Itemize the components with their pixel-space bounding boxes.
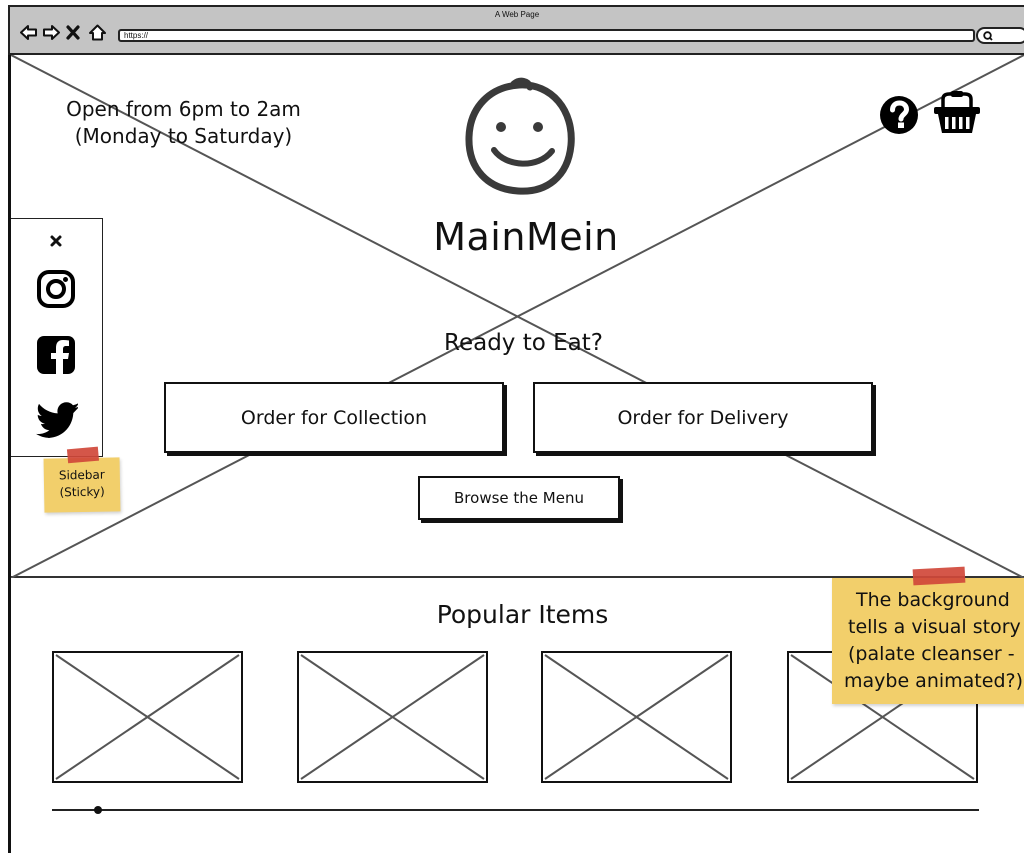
browse-menu-button[interactable]: Browse the Menu — [418, 476, 620, 520]
back-arrow-icon[interactable] — [20, 24, 37, 41]
sidebar-annotation-note: Sidebar (Sticky) — [43, 446, 121, 513]
carousel-scroll-thumb[interactable] — [94, 806, 103, 814]
opening-hours-days: (Monday to Saturday) — [74, 124, 293, 148]
image-placeholder — [544, 654, 729, 780]
opening-hours: Open from 6pm to 2am (Monday to Saturday… — [51, 96, 316, 150]
close-icon[interactable] — [49, 233, 63, 252]
hero-section: Open from 6pm to 2am (Monday to Saturday… — [11, 55, 1024, 578]
note-line: maybe animated?) — [844, 670, 1023, 692]
search-icon — [983, 31, 993, 41]
popular-item-card[interactable] — [787, 651, 978, 783]
order-collection-button[interactable]: Order for Collection — [164, 382, 504, 453]
popular-item-card[interactable] — [52, 651, 243, 783]
page-frame-border — [8, 55, 11, 853]
popular-item-card[interactable] — [541, 651, 732, 783]
order-delivery-button[interactable]: Order for Delivery — [533, 382, 873, 453]
smiley-face-icon[interactable] — [458, 75, 580, 204]
note-line: tells a visual story — [848, 616, 1021, 638]
hero-headline: Ready to Eat? — [444, 330, 603, 356]
note-line: (palate cleanser - — [848, 643, 1015, 665]
tape-strip — [912, 566, 966, 586]
home-icon[interactable] — [89, 24, 106, 41]
question-circle-icon[interactable] — [879, 95, 919, 139]
social-sidebar — [11, 218, 103, 457]
background-annotation-note: The background tells a visual story (pal… — [832, 566, 1024, 704]
popular-items-title: Popular Items — [436, 600, 609, 629]
browser-chrome: A Web Page https:// — [8, 5, 1024, 55]
url-input[interactable]: https:// — [118, 29, 975, 42]
shopping-basket-icon[interactable] — [933, 91, 981, 139]
popular-item-card[interactable] — [297, 651, 488, 783]
image-placeholder — [300, 654, 485, 780]
instagram-icon[interactable] — [36, 269, 76, 313]
browser-search-button[interactable] — [976, 27, 1024, 44]
stop-x-icon[interactable] — [66, 24, 83, 41]
facebook-icon[interactable] — [36, 335, 76, 379]
forward-arrow-icon[interactable] — [43, 24, 60, 41]
carousel-scroll-track[interactable] — [52, 809, 979, 811]
opening-hours-time: Open from 6pm to 2am — [66, 97, 301, 121]
browser-nav — [20, 24, 106, 41]
note-line: (Sticky) — [59, 484, 105, 500]
hero-background-placeholder — [11, 55, 1024, 578]
twitter-icon[interactable] — [36, 402, 80, 442]
image-placeholder — [55, 654, 240, 780]
note-line: Sidebar — [58, 467, 105, 483]
window-title: A Web Page — [494, 10, 540, 19]
note-line: The background — [856, 589, 1010, 611]
tape-strip — [66, 446, 100, 464]
brand-name: MainMein — [433, 215, 619, 259]
